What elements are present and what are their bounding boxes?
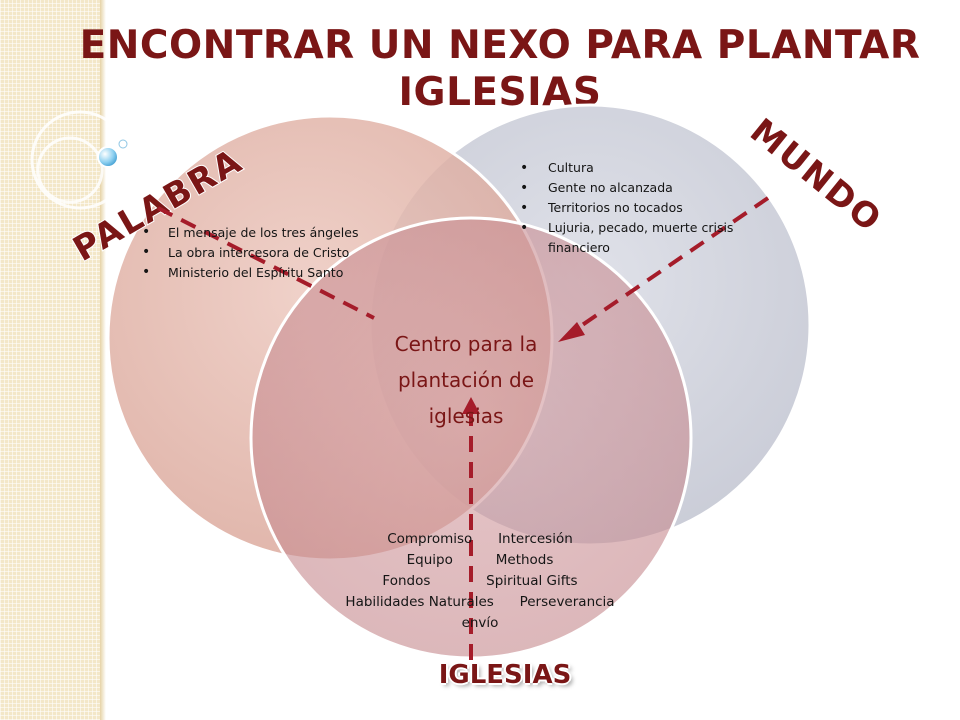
center-label: Centro para la plantación de iglesias xyxy=(394,332,538,428)
palabra-item: La obra intercesora de Cristo xyxy=(142,244,372,261)
decorative-bubble-small xyxy=(118,139,128,149)
decorative-side-edge xyxy=(100,0,106,720)
iglesias-item: Equipo Methods xyxy=(406,552,554,568)
palabra-item: Ministerio del Espíritu Santo xyxy=(142,264,372,281)
iglesias-item: envío xyxy=(461,615,499,631)
mundo-item: Cultura xyxy=(520,158,780,178)
iglesias-item: Habilidades Naturales Perseverancia xyxy=(345,594,615,610)
palabra-item: El mensaje de los tres ángeles xyxy=(142,224,372,241)
decorative-bubble xyxy=(97,146,119,168)
iglesias-item: Compromiso Intercesión xyxy=(387,531,573,547)
iglesias-label: IGLESIAS xyxy=(438,660,572,690)
decorative-side-strip xyxy=(0,0,100,720)
mundo-item: Lujuria, pecado, muerte crisis financier… xyxy=(520,218,780,258)
mundo-item: Territorios no tocados xyxy=(520,198,780,218)
iglesias-item: Fondos Spiritual Gifts xyxy=(382,573,578,589)
decorative-rings xyxy=(30,110,130,210)
slide-title: ENCONTRAR UN NEXO PARA PLANTAR IGLESIAS xyxy=(79,23,921,115)
iglesias-arrowhead xyxy=(462,397,480,414)
iglesias-list: Compromiso Intercesión Equipo Methods Fo… xyxy=(300,529,660,634)
mundo-arrowhead xyxy=(558,322,585,342)
mundo-list: Cultura Gente no alcanzada Territorios n… xyxy=(520,158,780,258)
mundo-item: Gente no alcanzada xyxy=(520,178,780,198)
palabra-list: El mensaje de los tres ángeles La obra i… xyxy=(142,224,372,284)
